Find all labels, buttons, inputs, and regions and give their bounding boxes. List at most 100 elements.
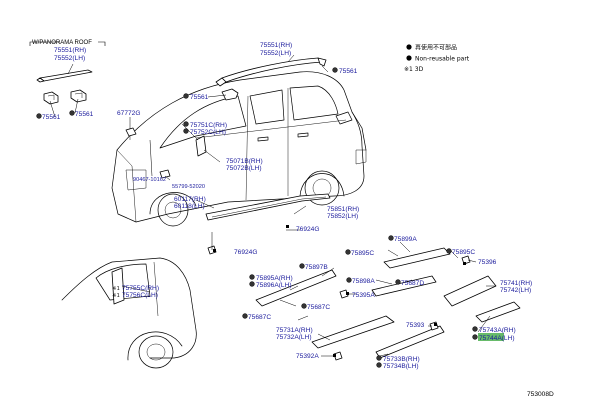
note-mark-1: ※1 [112,285,120,292]
roof-rail-panorama [39,69,93,82]
bullet-icon [376,362,382,368]
clip-55799 [159,169,171,179]
inset-frame [29,41,106,46]
bullet-icon [183,128,189,134]
side-mirror [335,111,353,125]
roof-rail-bracket [221,88,239,101]
lower-rear-wheel [138,335,174,369]
label-75687d: 75687D [401,280,424,287]
front-wheel [304,170,340,206]
bullet-icon [446,248,452,254]
bullet-icon [406,55,412,61]
label-75898a: 75898A [352,278,375,285]
label-75072b: 75072B(LH) [226,165,262,172]
label-75395a: 75395A [352,292,375,299]
clip-67772g [125,127,137,137]
label-75734b: 75734B(LH) [383,363,419,370]
label-75393: 75393 [406,322,425,329]
rocker-moulding-75851 [205,193,331,221]
bracket-left [43,91,59,105]
front-wheel-arch [299,173,345,197]
label-75741: 75741(RH) [500,280,532,287]
bullet-icon [69,110,75,116]
label-75756c: 75756C(LH) [122,292,158,299]
panorama-roof-inset: W/PANORAMA ROOF [29,40,106,105]
label-75895c-b: 75895C [452,249,475,256]
garnish-75743a [475,301,521,323]
garnish-75741 [443,275,497,307]
label-75895a: 75895A(RH) [256,275,293,282]
moulding-75733b [375,325,445,359]
moulding-75731a [311,315,395,349]
moulding-75898a [371,275,437,297]
label-75392a: 75392A [296,353,319,360]
label-75561-c: 75561 [339,68,358,75]
pillar-garnish-75071b [195,135,207,157]
label-75852: 75852(LH) [327,213,358,220]
label-75751c: 75751C(RH) [190,122,227,129]
label-76924g-a: 76924G [296,226,319,233]
inset-title: W/PANORAMA ROOF [32,40,92,46]
car-body-lower [61,257,197,369]
roof-rail-end-cap [36,77,45,83]
pillar-garnish-75755c [111,267,125,305]
label-90467: 90467-10162 [133,177,166,183]
label-75561-a: 75561 [42,114,61,121]
label-75552-lh: 75552(LH) [260,50,291,57]
label-75895c-a: 75895C [351,250,374,257]
label-75687c-b: 75687C [248,314,271,321]
label-75551-rh-inset: 75551(RH) [54,47,86,54]
bullet-icon [299,263,305,269]
legend-note-3d: ※1 3D [404,66,424,73]
bullet-icon [345,249,351,255]
rear-wheel [157,193,189,227]
label-75687c-a: 75687C [307,304,330,311]
bullet-icon [388,235,394,241]
door-handle-front [297,132,309,138]
label-75396: 75396 [478,259,497,266]
lower-rear-wheel-arch [127,331,183,361]
rear-door-window [249,89,285,125]
label-75896a: 75896A(LH) [256,282,292,289]
door-handle-rear [257,136,269,142]
bullet-icon [183,121,189,127]
legend-non-reusable-jp: 再使用不可部品 [415,44,457,52]
label-75897b: 75897B [305,264,328,271]
legend-non-reusable-en: Non-reusable part [415,56,470,63]
bullet-icon [301,303,307,309]
label-75743a: 75743A(RH) [479,327,516,334]
label-75733b: 75733B(RH) [383,356,420,363]
label-75752c: 75752C(LH) [190,129,226,136]
moulding-75899a [383,247,451,269]
label-75744a: 75744A(LH) [479,335,515,342]
bullet-icon [332,67,338,73]
part-highlight [478,333,504,341]
label-75755c: 75755C(RH) [122,285,159,292]
part-labels: 75551(RH) 75552(LH) 75561 75561 75551(RH… [42,42,532,370]
bullet-icon [242,313,248,319]
bullet-icon [395,279,401,285]
non-reusable-bullets [36,67,478,368]
label-75732a: 75732A(LH) [276,334,312,341]
label-75071b: 75071B(RH) [226,158,263,165]
car-body-upper [111,71,367,227]
front-door-window [289,85,339,121]
label-75561-b: 75561 [75,111,94,118]
bullet-icon [36,113,42,119]
roof-rail-end-cap-rear [215,77,227,87]
lower-rear-window [95,263,151,301]
label-60117: 60117(RH) [174,196,206,203]
bullet-icon [376,355,382,361]
moulding-75895a [255,269,337,307]
diagram-id: 753008D [527,391,554,398]
label-75742: 75742(LH) [500,287,531,294]
roof-rail-end-cap-front [317,57,327,67]
label-75899a: 75899A [394,236,417,243]
label-76924g-b: 76924G [234,249,257,256]
bracket-right [70,89,87,103]
bullet-icon [472,334,478,340]
label-75552-lh-inset: 75552(LH) [54,55,85,62]
leader-lines [49,54,496,357]
bullet-icon [183,93,189,99]
